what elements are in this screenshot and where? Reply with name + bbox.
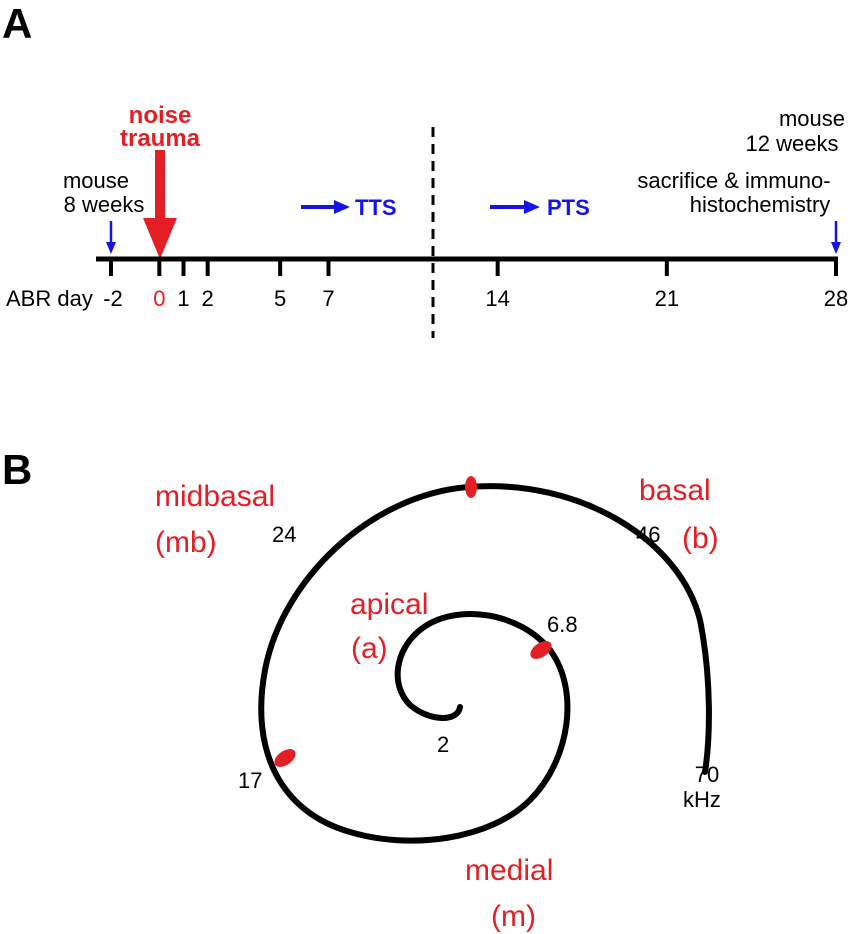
mouse-end-line2: 12 weeks xyxy=(746,131,839,156)
panel-a: A noise trauma mouse 8 weeks mouse 12 we… xyxy=(2,0,848,338)
region-medial-line1: medial xyxy=(465,854,553,887)
abr-day-label: ABR day xyxy=(6,286,93,311)
panel-b-label: B xyxy=(2,446,32,493)
freq-6-8: 6.8 xyxy=(547,612,578,637)
panel-a-label: A xyxy=(2,0,32,47)
noise-arrow-icon xyxy=(143,150,177,259)
region-midbasal-line1: midbasal xyxy=(155,480,275,513)
freq-2: 2 xyxy=(437,732,449,757)
freq-46: 46 xyxy=(636,522,660,547)
marker-midbasal-basal xyxy=(465,476,477,498)
region-apical-line2: (a) xyxy=(351,632,388,665)
tts-label: TTS xyxy=(355,195,397,220)
noise-label-line1: noise xyxy=(129,102,192,129)
noise-label-line2: trauma xyxy=(120,125,201,152)
region-apical-line1: apical xyxy=(350,588,428,621)
tick-label-2: 2 xyxy=(202,286,214,311)
pts-arrow-icon xyxy=(490,200,540,214)
tick-label-5: 5 xyxy=(274,286,286,311)
sacrifice-line1: sacrifice & immuno- xyxy=(637,168,830,193)
tick-label-14: 14 xyxy=(485,286,509,311)
region-basal-line1: basal xyxy=(639,474,711,507)
panel-b: B midbasal (mb) basal (b) apical (a) med… xyxy=(2,446,721,933)
freq-unit: kHz xyxy=(683,787,721,812)
tick-label-0: 0 xyxy=(153,286,165,311)
region-medial-line2: (m) xyxy=(491,900,536,933)
pts-label: PTS xyxy=(547,195,590,220)
tick-label-28: 28 xyxy=(824,286,848,311)
tick-label-21: 21 xyxy=(655,286,679,311)
tts-arrow-icon xyxy=(301,200,350,214)
mouse-start-line2: 8 weeks xyxy=(64,192,145,217)
marker-medial-midbasal xyxy=(274,749,296,767)
cochlea-spiral xyxy=(258,483,712,844)
freq-24: 24 xyxy=(272,522,296,547)
mouse-start-line1: mouse xyxy=(63,168,129,193)
start-arrow-icon xyxy=(106,221,116,254)
freq-70: 70 xyxy=(695,762,719,787)
end-arrow-icon xyxy=(831,221,841,254)
region-basal-line2: (b) xyxy=(682,522,719,555)
region-midbasal-line2: (mb) xyxy=(155,526,217,559)
marker-apical-medial xyxy=(530,641,552,659)
tick-label-7: 7 xyxy=(322,286,334,311)
tick-label--2: -2 xyxy=(103,286,123,311)
sacrifice-line2: histochemistry xyxy=(690,192,831,217)
freq-17: 17 xyxy=(238,768,262,793)
tick-label-1: 1 xyxy=(177,286,189,311)
mouse-end-line1: mouse xyxy=(779,106,845,131)
